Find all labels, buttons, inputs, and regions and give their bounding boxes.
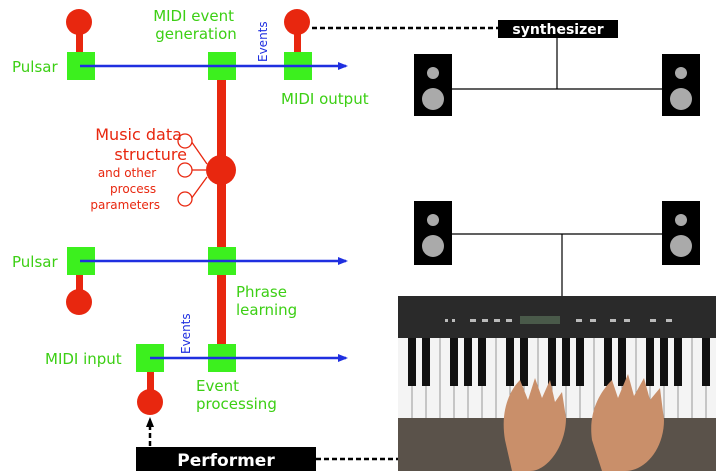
midi-input-node (137, 389, 163, 415)
keyboard-black-keys (408, 338, 710, 386)
speaker-icon (414, 54, 452, 116)
parameter-circle (177, 191, 193, 207)
synthesizer-box (498, 20, 618, 38)
input-stem (147, 360, 154, 400)
phrase-learning-label: Phrase learning (236, 283, 297, 319)
hand-shapes (503, 374, 664, 471)
midi-event-label: MIDI event generation (153, 7, 239, 43)
keyboard-photo (398, 296, 716, 471)
event-processing-label: Event processing (196, 377, 277, 413)
midi-output-label: MIDI output (281, 90, 369, 108)
speaker-icon (662, 201, 700, 265)
central-stem (217, 62, 226, 362)
pulsar-top-node (66, 9, 92, 35)
pulsar-mid-node (66, 289, 92, 315)
music-data-label: Music data structure (95, 125, 187, 164)
pulsar-top-stem (76, 25, 83, 60)
synthesizer-label: synthesizer (512, 22, 603, 38)
parameter-circle (177, 133, 193, 149)
top-speaker-wiring (452, 38, 662, 90)
music-data-node (206, 155, 236, 185)
midi-output-node (284, 9, 310, 35)
events-top-label: Events (256, 21, 270, 62)
events-bottom-label: Events (179, 313, 193, 354)
pulsar-top-label: Pulsar (12, 58, 58, 76)
midi-input-label: MIDI input (45, 350, 122, 368)
parameter-circle (177, 162, 193, 178)
params-label: and other process parameters (90, 166, 160, 212)
parameter-fan (177, 133, 208, 207)
speaker-icon (414, 201, 452, 265)
bottom-speaker-wiring (452, 233, 662, 296)
speaker-icon (662, 54, 700, 116)
pulsar-mid-label: Pulsar (12, 253, 58, 271)
pulsar-mid-stem (76, 270, 83, 300)
output-stem (294, 25, 301, 60)
performer-label: Performer (177, 451, 275, 471)
performer-box (136, 447, 316, 471)
